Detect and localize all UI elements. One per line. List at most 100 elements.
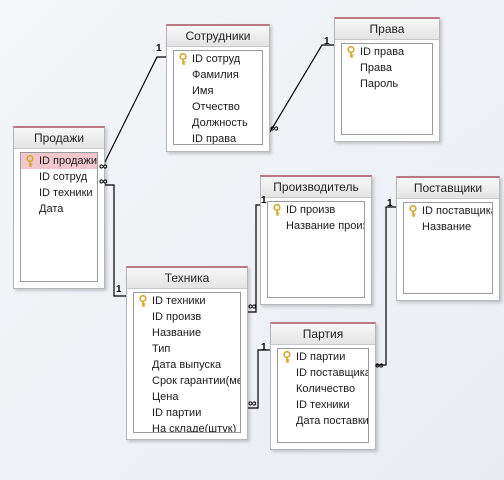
field-row[interactable]: Пароль — [342, 76, 432, 92]
field-list[interactable]: ID сотруд Фамилия Имя Отчество Должность… — [173, 50, 263, 145]
field-label: Дата — [39, 203, 64, 215]
field-row[interactable]: ID поставщика — [404, 203, 492, 219]
table-rights[interactable]: Права ID права Права Пароль — [334, 17, 440, 142]
cardinality-one: 1 — [116, 284, 122, 295]
field-row[interactable]: Права — [342, 60, 432, 76]
field-label: Количество — [296, 383, 356, 395]
field-row[interactable]: На складе(штук) — [134, 421, 240, 433]
field-label: Название — [152, 327, 202, 339]
relation-line-employees-rights — [269, 44, 334, 133]
cardinality-many: ∞ — [99, 159, 107, 173]
field-row[interactable]: Название произв — [268, 218, 364, 234]
field-row[interactable]: Фамилия — [174, 67, 262, 83]
key-icon — [282, 350, 292, 363]
table-title[interactable]: Поставщики — [397, 178, 499, 199]
field-label: Тип — [152, 343, 171, 355]
field-label: Права — [360, 62, 392, 74]
field-label: ID сотруд — [39, 171, 88, 183]
field-row[interactable]: Имя — [174, 83, 262, 99]
field-label: ID поставщика — [422, 205, 493, 217]
field-label: Должность — [192, 117, 248, 129]
table-title[interactable]: Сотрудники — [167, 26, 269, 47]
cardinality-one: 1 — [261, 195, 267, 206]
key-icon — [346, 45, 356, 58]
cardinality-one: 1 — [324, 36, 330, 47]
field-row[interactable]: Срок гарантии(мес) — [134, 373, 240, 389]
field-row[interactable]: ID произв — [134, 309, 240, 325]
cardinality-one: 1 — [261, 342, 267, 353]
field-row[interactable]: Тип — [134, 341, 240, 357]
table-title[interactable]: Производитель — [261, 177, 371, 198]
table-title[interactable]: Продажи — [14, 128, 104, 149]
relation-line-manufacturer-equipment — [248, 204, 260, 313]
relation-line-suppliers-batch — [376, 206, 396, 366]
field-row[interactable]: ID техники — [21, 185, 97, 201]
field-label: Дата поставки — [296, 415, 369, 427]
field-label: ID техники — [152, 295, 206, 307]
table-suppliers[interactable]: Поставщики ID поставщика Название — [396, 176, 500, 301]
field-list[interactable]: ID произв Название произв — [267, 201, 365, 298]
field-label: ID техники — [39, 187, 93, 199]
relation-line-batch-equipment — [248, 349, 270, 409]
field-list[interactable]: ID техники ID произв Название Тип Дата в… — [133, 292, 241, 433]
field-row[interactable]: ID сотруд — [21, 169, 97, 185]
field-row[interactable]: ID техники — [278, 397, 368, 413]
field-label: Фамилия — [192, 69, 239, 81]
table-title[interactable]: Права — [335, 19, 439, 40]
key-icon — [138, 294, 148, 307]
cardinality-many: ∞ — [375, 358, 383, 372]
field-row[interactable]: Дата выпуска — [134, 357, 240, 373]
cardinality-one: 1 — [387, 198, 393, 209]
field-label: Отчество — [192, 101, 240, 113]
field-list[interactable]: ID права Права Пароль — [341, 43, 433, 135]
field-row[interactable]: Название — [404, 219, 492, 235]
field-label: ID произв — [286, 204, 336, 216]
field-label: На складе(штук) — [152, 423, 237, 433]
field-label: ID партии — [152, 407, 202, 419]
table-batch[interactable]: Партия ID партии ID поставщика Количеств… — [270, 322, 376, 450]
field-row[interactable]: Дата — [21, 201, 97, 217]
field-row[interactable]: Количество — [278, 381, 368, 397]
key-icon — [408, 204, 418, 217]
field-row[interactable]: Должность — [174, 115, 262, 131]
field-row[interactable]: Цена — [134, 389, 240, 405]
field-row[interactable]: ID партии — [278, 349, 368, 365]
field-row[interactable]: Название — [134, 325, 240, 341]
field-label: ID права — [192, 133, 237, 145]
field-label: Дата выпуска — [152, 359, 222, 371]
field-label: ID права — [360, 46, 405, 58]
key-icon — [25, 154, 35, 167]
relation-line-sales-equipment — [102, 184, 126, 297]
field-label: Название — [422, 221, 472, 233]
field-label: Цена — [152, 391, 179, 403]
field-list[interactable]: ID партии ID поставщика Количество ID те… — [277, 348, 369, 443]
cardinality-many: ∞ — [99, 174, 107, 188]
table-title[interactable]: Техника — [127, 268, 247, 289]
field-list[interactable]: ID продажи ID сотруд ID техники Дата — [20, 152, 98, 282]
table-employees[interactable]: Сотрудники ID сотруд Фамилия Имя Отчеств… — [166, 24, 270, 152]
field-row[interactable]: ID произв — [268, 202, 364, 218]
table-title[interactable]: Партия — [271, 324, 375, 345]
key-icon — [272, 203, 282, 216]
table-sales[interactable]: Продажи ID продажи ID сотруд ID техники … — [13, 126, 105, 289]
field-row[interactable]: ID права — [174, 131, 262, 145]
relation-line-sales-employees — [101, 56, 166, 169]
field-label: Срок гарантии(мес) — [152, 375, 240, 387]
field-label: Название произв — [286, 220, 365, 232]
field-row[interactable]: ID поставщика — [278, 365, 368, 381]
field-row[interactable]: Отчество — [174, 99, 262, 115]
field-row[interactable]: ID партии — [134, 405, 240, 421]
field-label: Имя — [192, 85, 214, 97]
table-equipment[interactable]: Техника ID техники ID произв Название Ти… — [126, 266, 248, 440]
field-row[interactable]: ID права — [342, 44, 432, 60]
field-list[interactable]: ID поставщика Название — [403, 202, 493, 294]
field-row[interactable]: ID продажи — [21, 153, 97, 169]
table-manufacturer[interactable]: Производитель ID произв Название произв — [260, 175, 372, 305]
field-row[interactable]: ID сотруд — [174, 51, 262, 67]
field-row[interactable]: Дата поставки — [278, 413, 368, 429]
field-row[interactable]: ID техники — [134, 293, 240, 309]
cardinality-one: 1 — [156, 43, 162, 54]
field-label: Пароль — [360, 78, 399, 90]
